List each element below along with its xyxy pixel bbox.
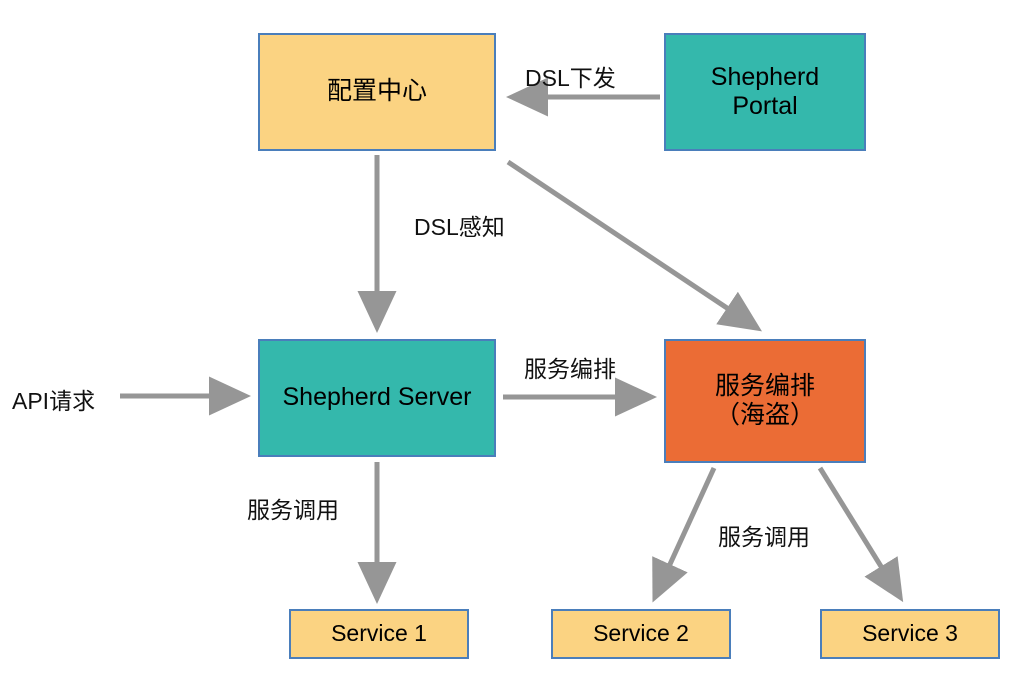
edge-config-to-orchestration [506,159,762,332]
edge-invoke-service-2 [652,466,717,603]
node-service-2[interactable]: Service 2 [551,609,731,659]
node-service-orchestration-label: 服务编排 （海盗） [714,371,815,430]
edge-label-api-request: API请求 [12,388,96,414]
edge-label-invoke-service-1: 服务调用 [247,497,339,523]
node-service-orchestration[interactable]: 服务编排 （海盗） [664,339,866,463]
edge-label-dsl-publish: DSL下发 [525,65,616,91]
node-service-1[interactable]: Service 1 [289,609,469,659]
node-shepherd-server-label: Shepherd Server [282,383,472,412]
node-service-3[interactable]: Service 3 [820,609,1000,659]
node-config-center[interactable]: 配置中心 [258,33,496,151]
edge-invoke-service-3 [817,466,904,603]
node-config-center-label: 配置中心 [326,77,427,106]
node-service-1-label: Service 1 [331,620,427,647]
edge-label-invoke-service-2: 服务调用 [718,524,810,550]
node-service-2-label: Service 2 [593,620,689,647]
node-shepherd-portal[interactable]: Shepherd Portal [664,33,866,151]
edge-label-orchestrate: 服务编排 [524,356,616,382]
node-shepherd-portal-label: Shepherd Portal [710,62,820,121]
node-shepherd-server[interactable]: Shepherd Server [258,339,496,457]
edge-label-dsl-perceive: DSL感知 [414,214,505,240]
node-service-3-label: Service 3 [862,620,958,647]
